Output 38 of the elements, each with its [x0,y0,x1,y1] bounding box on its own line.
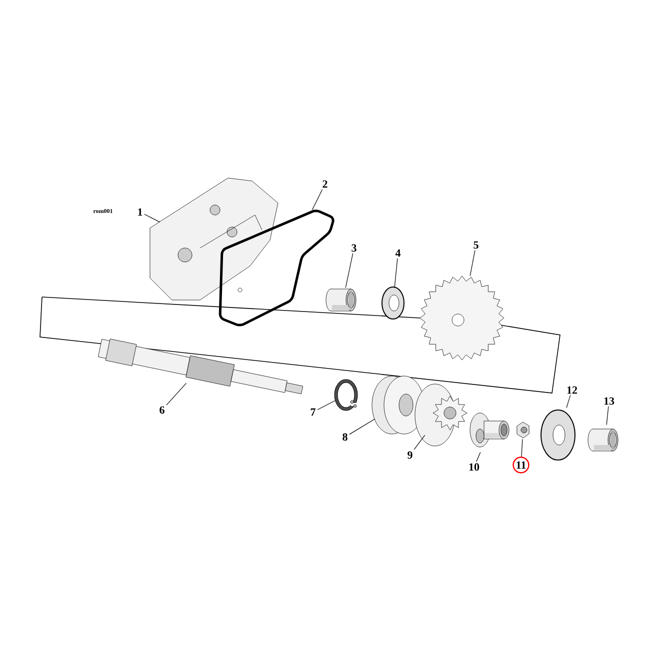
washer-drawing [382,286,404,320]
nut-drawing [516,422,530,438]
callout-number: 3 [352,244,356,252]
shaft-drawing [98,338,303,394]
callout-number: 1 [138,208,142,216]
leader-line [470,250,476,276]
callout-number: 10 [469,463,480,471]
bearing-drawing [326,288,356,312]
gear-drawing [420,276,504,360]
callout-number: 12 [567,386,578,394]
gasket-drawing [218,210,334,326]
pinion-drawing [414,384,468,446]
callout-number: 11 [512,456,530,474]
housing-drawing [150,178,278,300]
callout-number: 4 [395,249,401,257]
leader-line [317,400,336,410]
leader-line [312,189,323,210]
bearing-drawing [588,428,618,452]
callout-number: 8 [342,433,348,441]
leader-line [476,452,481,462]
leader-line [606,406,609,426]
callout-number: 5 [474,241,478,249]
callout-number: 6 [160,406,164,414]
callout-number: 7 [310,408,316,416]
callout-number: 13 [604,397,614,405]
leader-line [166,382,187,406]
leader-line [144,214,160,222]
leader-line [345,253,354,288]
leader-line [566,395,571,408]
leader-line [414,434,426,450]
bushing-drawing [470,412,510,448]
callout-number: 2 [322,180,328,188]
leader-line [521,438,523,457]
callout-number: 9 [408,451,412,459]
leader-line [349,418,376,435]
washer-drawing [540,410,576,460]
ring-drawing [334,379,358,411]
leader-line [394,258,398,288]
